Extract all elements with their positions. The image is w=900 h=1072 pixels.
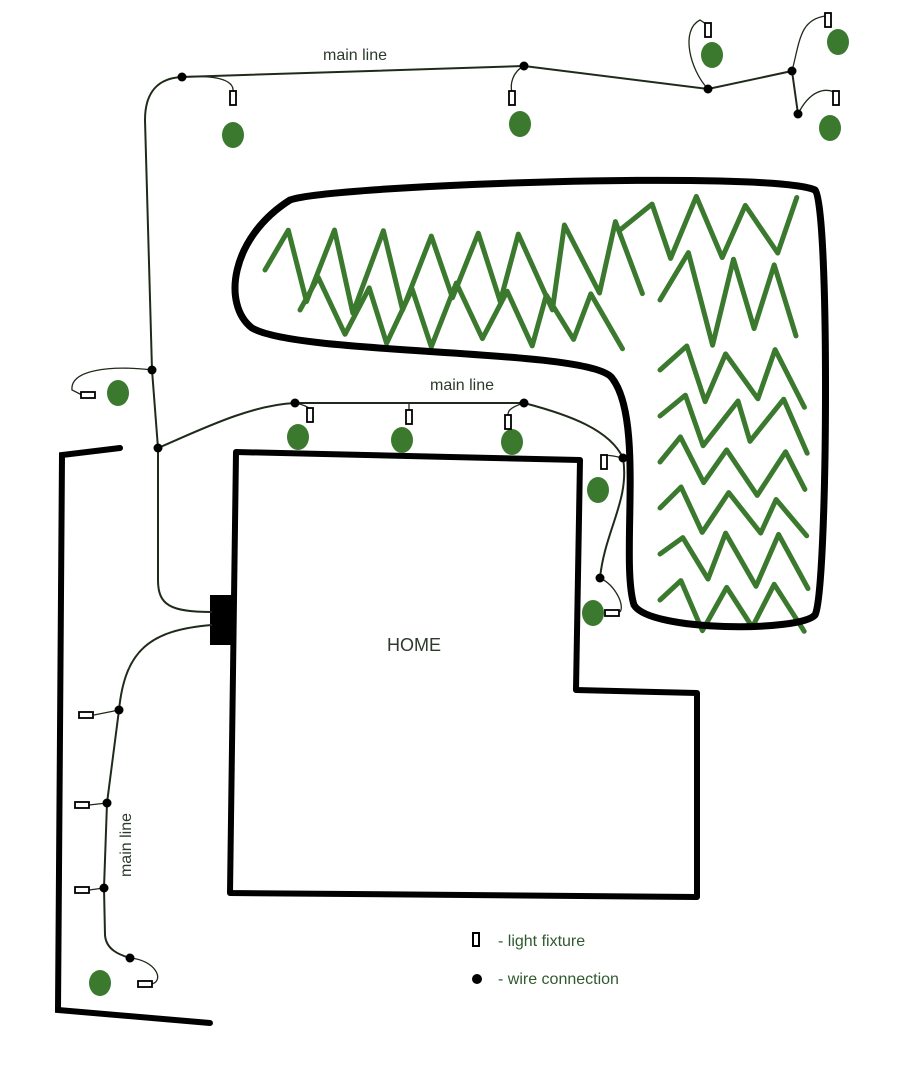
legend-fixture-label: - light fixture — [498, 933, 585, 950]
light-fixture-icon — [74, 886, 90, 894]
wire-connection-dot — [787, 66, 797, 76]
light-fixture-icon — [78, 711, 94, 719]
main-line-left-wire — [102, 624, 213, 959]
light-fixture-icon — [824, 12, 832, 28]
shrub-icon — [701, 42, 723, 68]
wire-connection-dot — [793, 109, 803, 119]
planting-scribble — [657, 578, 807, 634]
light-fixture-icon — [137, 980, 153, 988]
light-fixture-icon — [306, 407, 314, 423]
wire-connection-dot — [99, 883, 109, 893]
light-fixture-icon — [229, 90, 237, 106]
light-fixtures — [74, 12, 840, 988]
shrub-icon — [819, 115, 841, 141]
planting-scribble — [657, 484, 810, 539]
light-fixture-icon — [604, 609, 620, 617]
garden-bed-outline — [231, 176, 830, 631]
light-fixture-icon — [504, 414, 512, 430]
house-outline — [227, 449, 700, 900]
wire-connection-dot — [153, 443, 163, 453]
light-fixture-icon — [405, 409, 413, 425]
legend-connection-label: - wire connection — [498, 971, 619, 988]
light-fixture-icon — [472, 932, 480, 947]
shrub-icon — [287, 424, 309, 450]
shrub-icon — [501, 429, 523, 455]
light-fixture-icon — [508, 90, 516, 106]
light-fixture-icon — [600, 454, 608, 470]
wire-connection-dot — [703, 84, 713, 94]
wiring — [71, 15, 835, 985]
wire-connection-icon — [472, 974, 482, 984]
power-box — [210, 595, 234, 645]
shrub-icon — [391, 427, 413, 453]
wire-connection-dot — [595, 573, 605, 583]
planting-scribble — [262, 219, 645, 316]
shrub-icon — [89, 970, 111, 996]
planting-scribble — [657, 250, 799, 348]
wire-connection-dot — [290, 398, 300, 408]
wire-connection-dot — [125, 953, 135, 963]
wire-connection-dot — [102, 798, 112, 808]
main-line-label-middle: main line — [430, 377, 494, 394]
planting-scribble — [657, 392, 810, 456]
wire-connection-dot — [519, 398, 529, 408]
wire-connection-dot — [618, 453, 628, 463]
shrubs — [89, 29, 849, 996]
wire-connection-dot — [177, 72, 187, 82]
planting-scribble — [657, 530, 811, 591]
light-fixture-icon — [704, 22, 712, 38]
wire-connection-dot — [519, 61, 529, 71]
planting-scribble — [657, 434, 808, 498]
shrub-icon — [587, 477, 609, 503]
shrub-icon — [827, 29, 849, 55]
legend: - light fixture - wire connection — [472, 932, 619, 988]
wire-connections — [99, 61, 803, 963]
shrub-icon — [222, 122, 244, 148]
planting-scribble — [617, 193, 800, 261]
shrub-icon — [582, 600, 604, 626]
light-fixture-icon — [74, 801, 90, 809]
home-label: HOME — [387, 635, 441, 655]
garden-bed-plantings — [262, 193, 811, 634]
fence-outline — [54, 445, 213, 1026]
planting-scribble — [297, 274, 625, 352]
planting-scribble — [657, 343, 807, 410]
shrub-icon — [509, 111, 531, 137]
main-line-label-left: main line — [118, 813, 135, 877]
main-line-middle-wire — [157, 402, 626, 579]
light-fixture-icon — [80, 391, 96, 399]
wire-connection-dot — [114, 705, 124, 715]
wire-connection-dot — [147, 365, 157, 375]
shrub-icon — [107, 380, 129, 406]
main-line-label-top: main line — [323, 47, 387, 64]
light-fixture-icon — [832, 90, 840, 106]
